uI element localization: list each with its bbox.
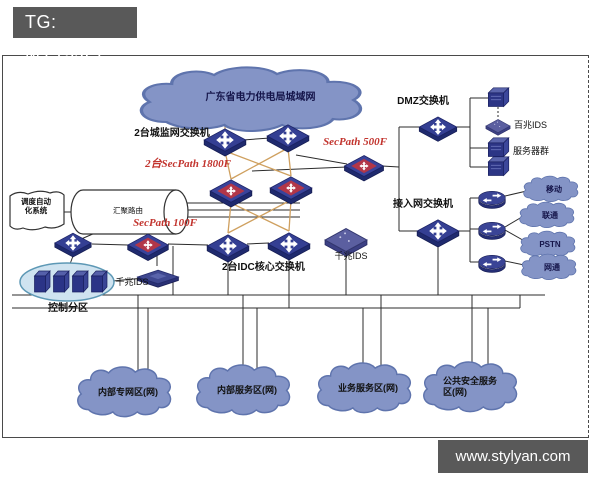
zone-cloud-2-label: 内部服务区(网) [217,385,277,395]
link-lines [12,97,545,372]
zone-cloud-4-label: 公共安全服务区(网) [443,376,498,398]
dmz-switch-label: DMZ交换机 [397,96,449,107]
idc-core-switch-1-icon [207,235,249,262]
trunk-cylinder [70,189,189,235]
tag-banner-text: TG: MYYJJPP [25,12,110,63]
isp-router-3-icon [478,255,506,273]
secpath-100f-firewall-icon [128,234,169,261]
isp-router-1-icon [478,191,506,209]
control-cabinet-icon [72,270,89,293]
control-cabinet-icon [91,270,108,293]
tag-banner: TG: MYYJJPP [13,7,137,63]
server-cluster-label: 服务器群 [513,146,550,156]
dmz-switch-icon [419,117,456,141]
100m-ids-label: 百兆IDS [514,120,548,130]
control-zone-cluster [19,262,115,302]
secpath-500f-firewall-icon [345,156,384,182]
gigabit-ids-left-label: 千兆IDS [115,277,149,287]
secpath-1800f-firewall-2-icon [270,177,312,204]
access-switch-label: 接入网交换机 [393,199,453,210]
trunk-cylinder-label: 汇聚路由 [113,206,143,215]
city-switches-label: 2台城监网交换机 [134,128,210,139]
dispatch-system-label: 调度自动化系统 [21,197,51,216]
idc-core-switches-label: 2台IDC核心交换机 [222,262,305,273]
zone-cloud-3-label: 业务服务区(网) [338,383,398,393]
secpath-500-label: SecPath 500F [323,136,387,148]
isp-cloud-pstn-label: PSTN [539,240,561,249]
isp-cloud-unicom-label: 联通 [542,211,558,220]
control-zone-label: 控制分区 [48,303,88,314]
control-cabinet-icon [34,270,51,293]
idc-core-switch-2-icon [268,233,310,260]
isp-cloud-netcom-label: 网通 [544,263,560,272]
redundant-cross-links [224,117,292,234]
watermark-text: www.stylyan.com [455,448,571,465]
isp-cloud-mobile-label: 移动 [546,185,562,194]
isp-router-2-icon [478,222,506,240]
secpath-1800-label: 2台SecPath 1800F [145,158,231,170]
secpath-100-label: SecPath 100F [133,217,197,229]
100m-ids-icon [485,119,511,136]
watermark-banner: www.stylyan.com [438,440,588,473]
access-switch-icon [417,220,459,247]
wan-cloud-label: 广东省电力供电局城域网 [205,92,316,103]
zone-cloud-1-label: 内部专网区(网) [98,387,158,397]
gigabit-ids-mid-label: 千兆IDS [334,251,368,261]
server-3-icon [487,156,510,176]
control-cabinet-icon [53,270,70,293]
server-1-icon [487,87,510,107]
server-2-icon [487,137,510,157]
dispatch-system-banner [9,190,65,231]
